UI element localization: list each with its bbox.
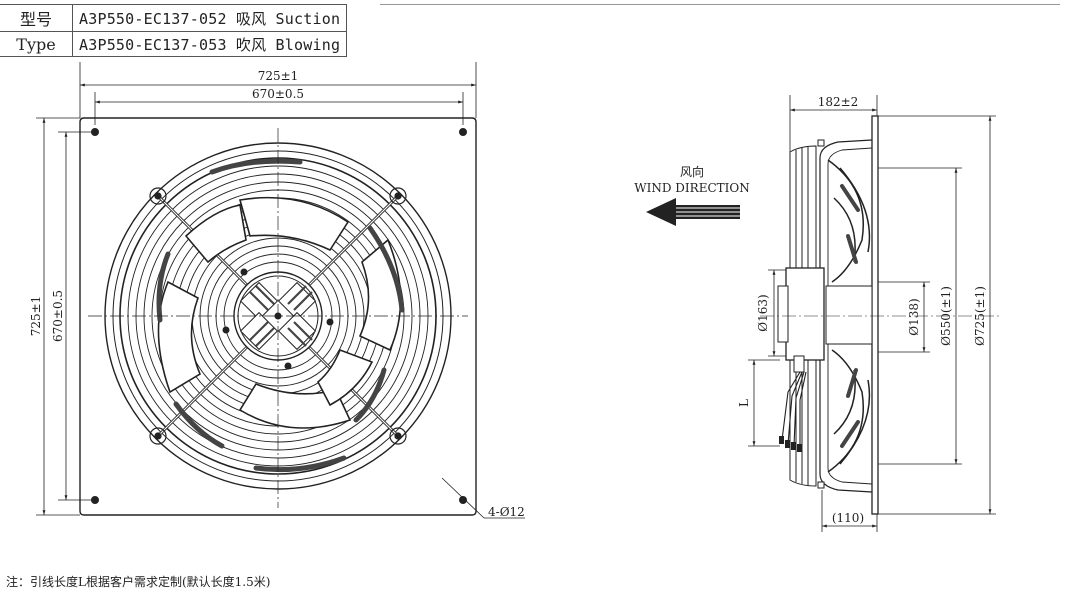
dim-bottom: (110) <box>832 511 864 525</box>
footnote: 注：引线长度L根据客户需求定制(默认长度1.5米) <box>6 575 271 589</box>
fan-blades <box>157 196 402 429</box>
side-view <box>748 95 1000 532</box>
top-rule <box>380 4 1060 5</box>
dim-overall-dia: Ø725(±1) <box>973 286 987 346</box>
mounting-plate <box>79 117 477 516</box>
dim-fan-dia: Ø550(±1) <box>939 286 953 346</box>
dim-outer-height: 725±1 <box>29 296 43 337</box>
dim-lead: L <box>737 399 751 407</box>
spec-row-model: A3P550-EC137-052 吸风 Suction <box>71 4 348 32</box>
dim-outer-width: 725±1 <box>258 69 299 83</box>
spec-table: 型号 A3P550-EC137-052 吸风 Suction Type A3P5… <box>0 4 348 57</box>
wind-label-cn: 风向 <box>680 164 704 179</box>
wind-label-en: WIND DIRECTION <box>634 181 749 195</box>
hole-callout: 4-Ø12 <box>488 505 525 519</box>
spec-row: Type A3P550-EC137-053 吹风 Blowing <box>0 31 348 57</box>
spec-row-label: Type <box>0 31 73 57</box>
dim-hole-width: 670±0.5 <box>252 87 304 101</box>
front-view <box>36 62 525 519</box>
dim-motor: Ø138) <box>907 298 921 335</box>
dim-hole-height: 670±0.5 <box>51 290 65 342</box>
dim-hub: Ø163) <box>756 294 770 331</box>
spec-row-label: 型号 <box>0 4 73 32</box>
spec-row-model: A3P550-EC137-053 吹风 Blowing <box>71 31 348 57</box>
spec-row: 型号 A3P550-EC137-052 吸风 Suction <box>0 4 348 32</box>
wind-arrow-icon <box>646 198 740 226</box>
dim-depth: 182±2 <box>818 95 859 109</box>
